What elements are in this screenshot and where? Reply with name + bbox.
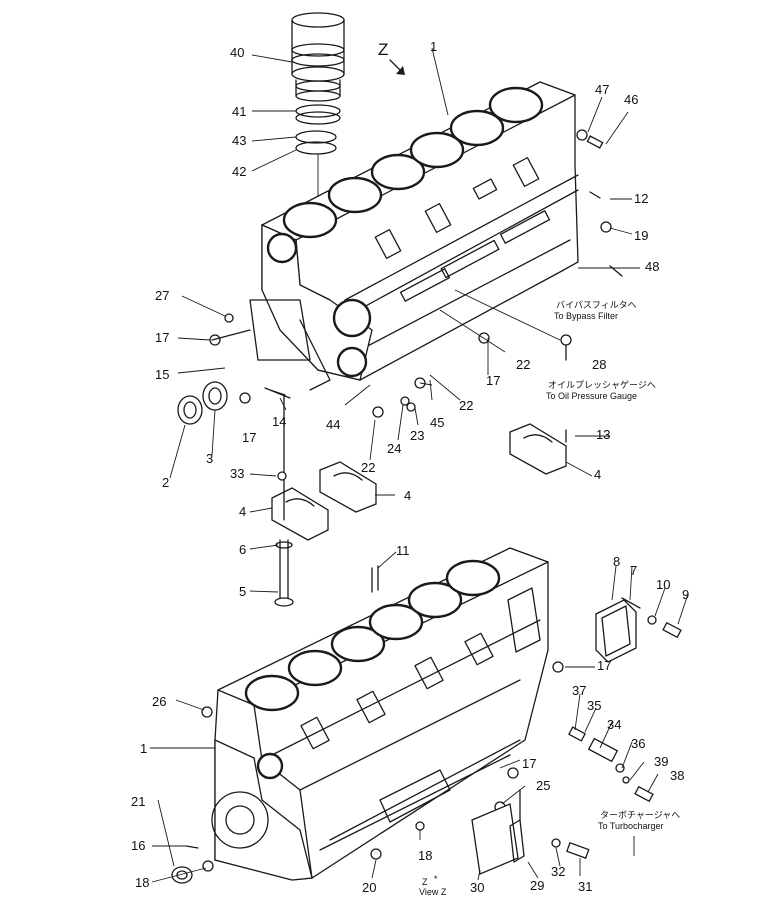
label-part-33: 33 [230, 466, 245, 481]
leader-lines-upper [169, 47, 640, 593]
label-part-43: 43 [232, 133, 247, 148]
label-part-17-a: 17 [155, 330, 170, 345]
label-part-29: 29 [530, 878, 545, 893]
label-part-30: 30 [470, 880, 485, 895]
label-part-22-a: 22 [516, 357, 531, 372]
label-part-1-lower: 1 [140, 741, 148, 756]
label-part-35: 35 [587, 698, 602, 713]
note-bypass-en: To Bypass Filter [554, 311, 619, 321]
label-part-40: 40 [230, 45, 245, 60]
label-part-15: 15 [155, 367, 170, 382]
label-part-22-b: 22 [459, 398, 474, 413]
label-part-38: 38 [670, 768, 685, 783]
label-part-7: 7 [630, 563, 638, 578]
label-part-46: 46 [624, 92, 639, 107]
label-part-17-e: 17 [522, 756, 537, 771]
label-part-48: 48 [645, 259, 660, 274]
view-z-star: * [434, 874, 438, 884]
label-part-4-b: 4 [404, 488, 412, 503]
upper-cylinder-block [249, 81, 579, 391]
label-part-9: 9 [682, 587, 690, 602]
label-part-17-b: 17 [486, 373, 501, 388]
label-part-5: 5 [239, 584, 247, 599]
label-part-34: 34 [607, 717, 622, 732]
label-part-4-a: 4 [239, 504, 247, 519]
z-arrowhead [396, 66, 405, 75]
view-z-letter: Z [422, 877, 428, 887]
label-part-20: 20 [362, 880, 377, 895]
view-z-caption: View Z [419, 887, 447, 897]
label-part-1-upper: 1 [430, 39, 438, 54]
small-parts-upper [209, 129, 623, 481]
label-part-32: 32 [551, 864, 566, 879]
label-part-18-b: 18 [135, 875, 150, 890]
note-turbo-en: To Turbocharger [598, 821, 664, 831]
label-part-3: 3 [206, 451, 214, 466]
side-cover [595, 597, 641, 663]
label-part-13: 13 [596, 427, 611, 442]
label-part-41: 41 [232, 104, 247, 119]
label-part-8: 8 [613, 554, 621, 569]
label-part-17-c: 17 [242, 430, 257, 445]
label-part-31: 31 [578, 879, 593, 894]
note-bypass-jp: バイパスフィルタへ [556, 300, 637, 310]
label-part-4-d: 4 [594, 467, 602, 482]
note-turbo-jp: ターボチャージャへ [600, 810, 681, 820]
label-part-10: 10 [656, 577, 671, 592]
label-part-45: 45 [430, 415, 445, 430]
label-part-11: 11 [396, 543, 410, 558]
label-part-21: 21 [131, 794, 146, 809]
bushings [177, 381, 228, 425]
label-part-22-c: 22 [361, 460, 376, 475]
bearing-caps-upper [271, 423, 567, 541]
main-bolt [274, 394, 294, 607]
label-part-6: 6 [239, 542, 247, 557]
label-part-28: 28 [592, 357, 607, 372]
label-part-25: 25 [536, 778, 551, 793]
view-z-marker: Z [378, 40, 389, 59]
small-parts-lower [171, 565, 682, 884]
label-part-44: 44 [326, 417, 341, 432]
note-oil-jp: オイルプレッシャゲージへ [548, 380, 656, 390]
label-part-18-a: 18 [418, 848, 433, 863]
label-part-37: 37 [572, 683, 587, 698]
label-part-27: 27 [155, 288, 170, 303]
label-part-12: 12 [634, 191, 649, 206]
label-part-42: 42 [232, 164, 247, 179]
label-part-24: 24 [387, 441, 402, 456]
label-part-23: 23 [410, 428, 425, 443]
label-part-17-d: 17 [597, 658, 612, 673]
note-oil-en: To Oil Pressure Gauge [546, 391, 638, 401]
cylinder-liner [291, 12, 345, 102]
label-part-19: 19 [634, 228, 649, 243]
leader-lines-lower [150, 551, 689, 883]
label-part-26: 26 [152, 694, 167, 709]
label-part-2: 2 [162, 475, 170, 490]
label-part-36: 36 [631, 736, 646, 751]
lower-cylinder-block [211, 547, 549, 881]
label-part-47: 47 [595, 82, 610, 97]
label-part-14: 14 [272, 414, 287, 429]
label-part-16: 16 [131, 838, 146, 853]
label-part-39: 39 [654, 754, 669, 769]
